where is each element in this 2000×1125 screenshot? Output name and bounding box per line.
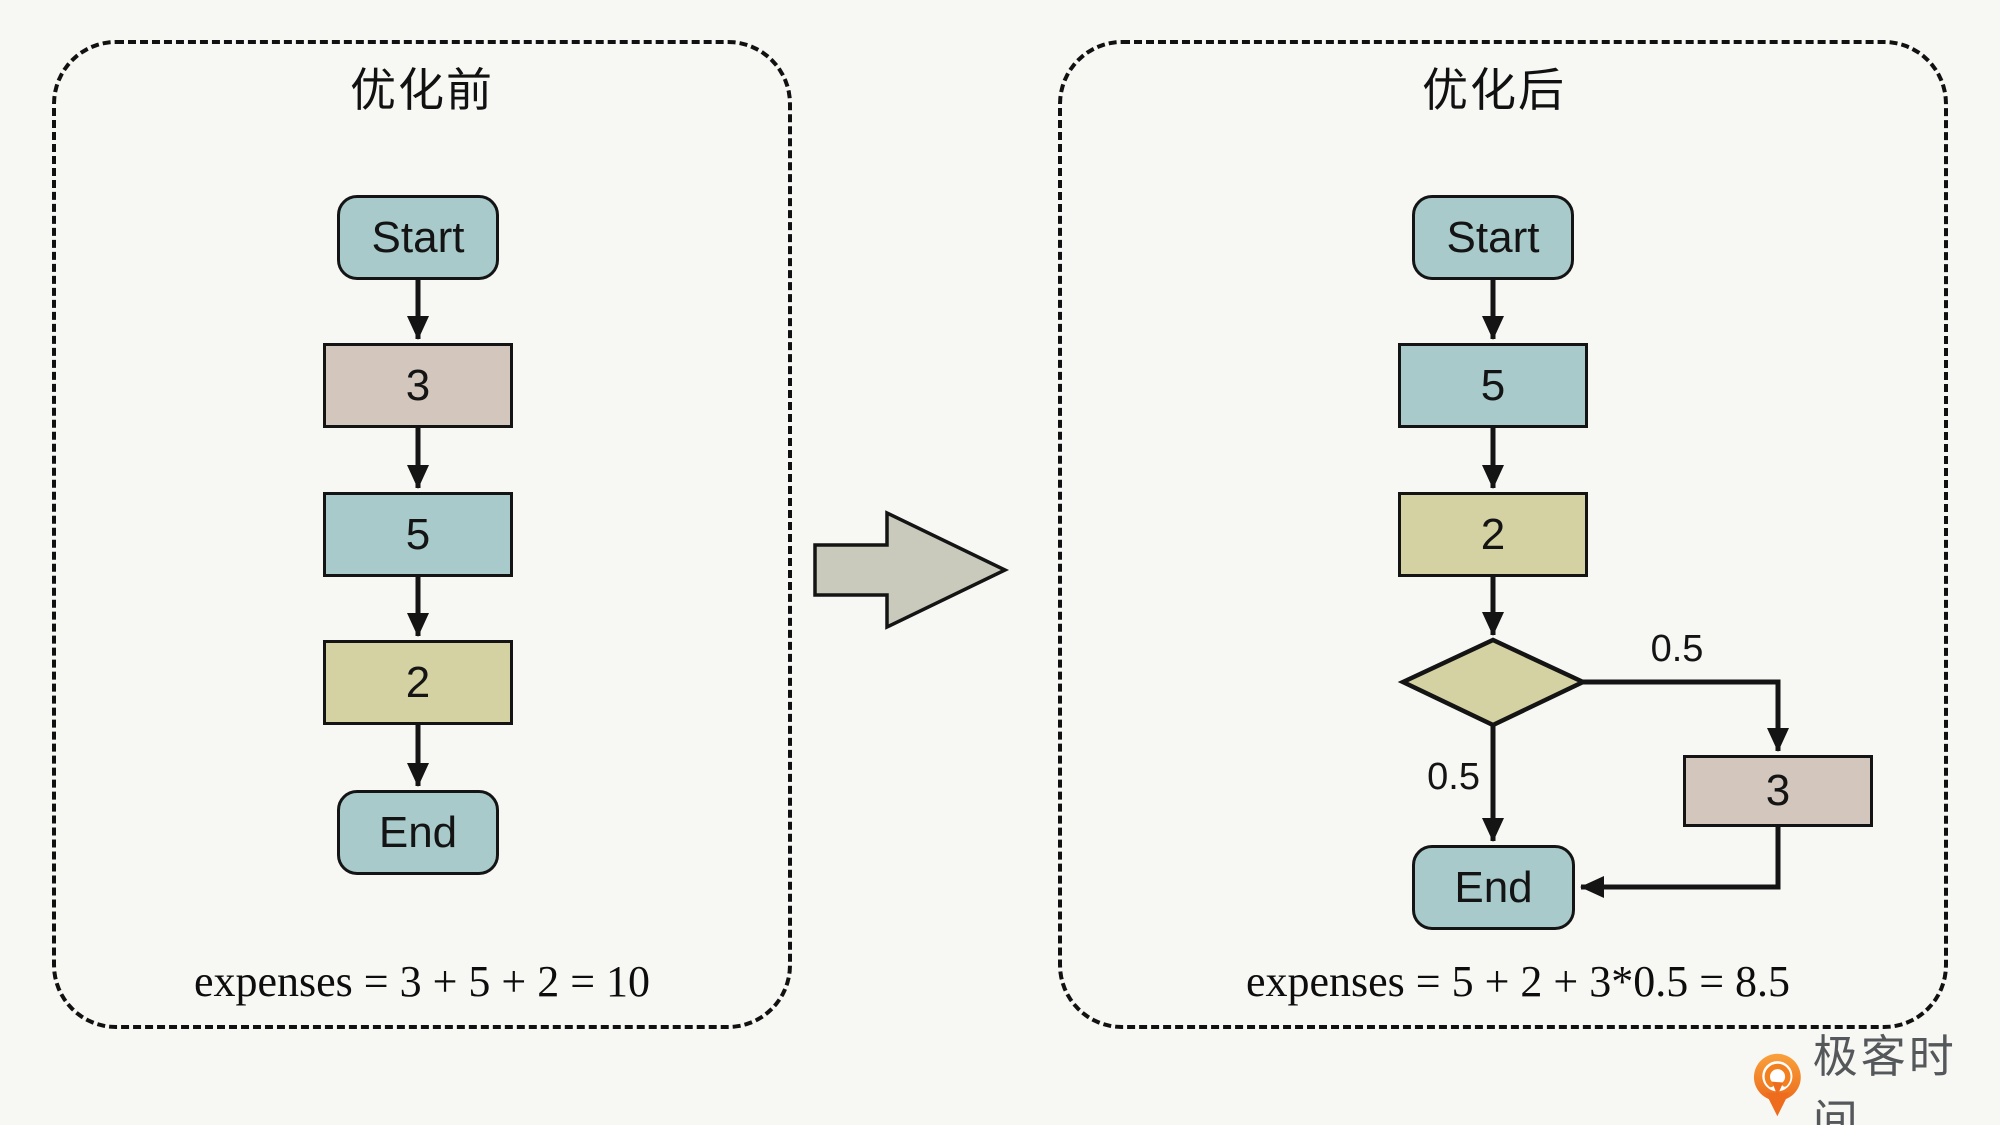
node-before-cost-2: 2: [323, 640, 513, 725]
node-after-cost-5: 5: [1398, 343, 1588, 428]
geektime-logo-icon: [1753, 1053, 1801, 1117]
node-after-start: Start: [1412, 195, 1574, 280]
panel-before-optimization: [52, 40, 792, 1029]
geektime-logo-text: 极客时间: [1812, 1031, 1957, 1125]
formula-after: expenses = 5 + 2 + 3*0.5 = 8.5: [1245, 957, 1791, 1006]
branch-down-probability-label: 0.5: [1427, 756, 1480, 798]
panel-after-optimization: [1058, 40, 1948, 1029]
transform-arrow: [813, 510, 1010, 630]
node-after-cost-2: 2: [1398, 492, 1588, 577]
node-before-end: End: [337, 790, 499, 875]
node-before-cost-5: 5: [323, 492, 513, 577]
panel-after-title: 优化后: [1422, 64, 1566, 116]
branch-right-probability-label: 0.5: [1650, 628, 1704, 670]
node-before-start: Start: [337, 195, 499, 280]
formula-before: expenses = 3 + 5 + 2 = 10: [193, 957, 651, 1006]
node-before-cost-3: 3: [323, 343, 513, 428]
geektime-logo: 极客时间: [1752, 1031, 2000, 1125]
node-after-cost-3: 3: [1683, 755, 1873, 827]
panel-before-title: 优化前: [350, 64, 494, 116]
node-after-end: End: [1412, 845, 1575, 930]
